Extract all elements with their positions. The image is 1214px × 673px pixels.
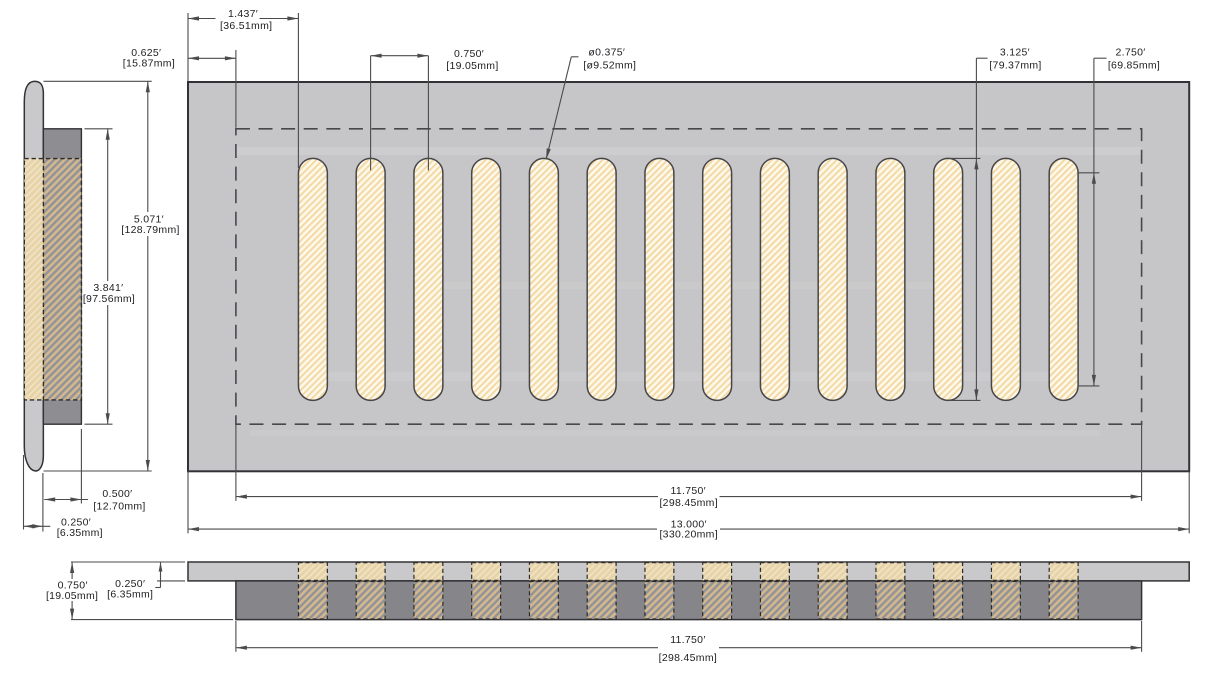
svg-text:[298.45mm]: [298.45mm] <box>659 497 717 509</box>
svg-text:1.437′: 1.437′ <box>228 8 258 20</box>
svg-text:[128.79mm]: [128.79mm] <box>121 224 179 236</box>
svg-text:0.250′: 0.250′ <box>115 578 145 590</box>
svg-text:[19.05mm]: [19.05mm] <box>446 60 498 72</box>
svg-text:[69.85mm]: [69.85mm] <box>1108 59 1160 71</box>
svg-text:[6.35mm]: [6.35mm] <box>57 527 103 539</box>
svg-text:[12.70mm]: [12.70mm] <box>93 501 145 513</box>
svg-text:[79.37mm]: [79.37mm] <box>989 59 1041 71</box>
svg-text:2.750′: 2.750′ <box>1115 47 1145 59</box>
svg-text:[19.05mm]: [19.05mm] <box>46 590 98 602</box>
svg-text:[15.87mm]: [15.87mm] <box>123 57 175 69</box>
svg-text:[330.20mm]: [330.20mm] <box>659 529 717 541</box>
svg-text:0.625′: 0.625′ <box>131 47 161 59</box>
svg-text:11.750′: 11.750′ <box>670 485 705 497</box>
svg-text:5.071′: 5.071′ <box>134 214 164 226</box>
svg-text:3.841′: 3.841′ <box>93 282 123 294</box>
svg-text:0.500′: 0.500′ <box>102 488 132 500</box>
svg-text:[97.56mm]: [97.56mm] <box>83 293 135 305</box>
svg-text:ø0.375′: ø0.375′ <box>588 47 625 59</box>
svg-text:[36.51mm]: [36.51mm] <box>220 20 272 32</box>
svg-text:0.250′: 0.250′ <box>61 517 91 529</box>
svg-text:0.750′: 0.750′ <box>454 48 484 60</box>
svg-text:[ø9.52mm]: [ø9.52mm] <box>583 59 636 71</box>
svg-text:11.750′: 11.750′ <box>670 634 705 646</box>
svg-text:13.000′: 13.000′ <box>671 518 707 530</box>
svg-text:[298.45mm]: [298.45mm] <box>659 652 717 664</box>
svg-text:3.125′: 3.125′ <box>1000 47 1030 59</box>
svg-text:0.750′: 0.750′ <box>58 580 88 592</box>
svg-text:[6.35mm]: [6.35mm] <box>107 589 153 601</box>
